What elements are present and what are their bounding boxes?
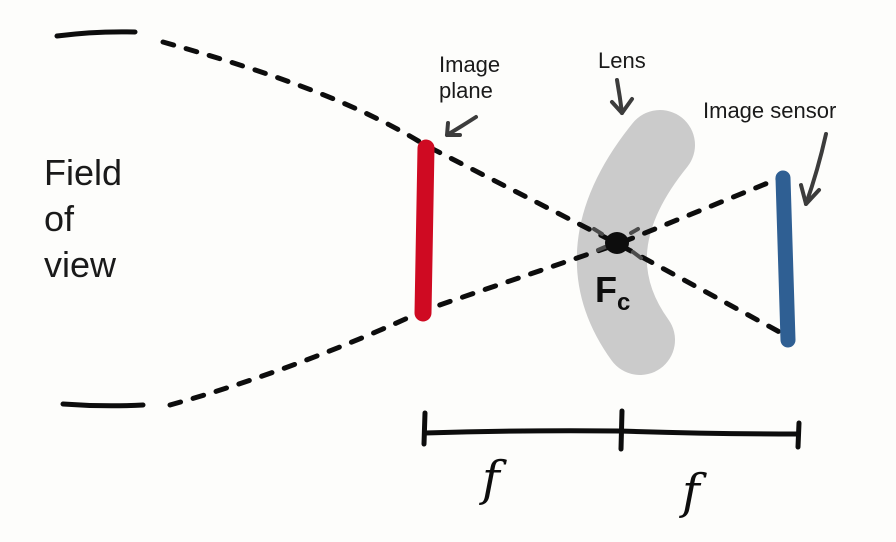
lower-ray <box>167 241 788 408</box>
image-sensor-arrow <box>799 132 828 206</box>
optical-center-ticks <box>592 227 643 260</box>
image-plane-arrow <box>445 115 478 137</box>
optical-center-label: Fc <box>595 269 630 316</box>
optical-center-letter: F <box>595 269 617 310</box>
scale-tick-right <box>795 420 802 450</box>
scale-tick-middle <box>618 408 625 452</box>
fov-bottom-edge <box>60 401 146 409</box>
image-plane-bar <box>414 139 435 322</box>
scale-tick-left <box>421 410 428 447</box>
image-plane-label: Image plane <box>439 52 500 104</box>
image-sensor-bar <box>775 170 796 348</box>
image-plane-label-line2: plane <box>439 78 493 103</box>
lens-arrow <box>610 78 634 115</box>
focal-length-label-1: f <box>479 451 507 507</box>
optical-center-subscript: c <box>617 289 630 316</box>
image-sensor-label: Image sensor <box>703 98 837 123</box>
optical-center-dot <box>605 232 629 254</box>
image-plane-label-line1: Image <box>439 52 501 77</box>
field-of-view-line3: view <box>44 244 117 285</box>
upper-ray <box>160 39 783 247</box>
focal-length-label-2: f <box>679 464 707 520</box>
field-of-view-line1: Field <box>44 152 123 193</box>
lens-label: Lens <box>598 48 646 73</box>
scale-baseline <box>422 428 801 437</box>
field-of-view-line2: of <box>44 198 75 239</box>
fov-top-edge <box>54 29 138 39</box>
focal-length-scale <box>421 408 802 452</box>
field-of-view-label: Field of view <box>44 150 122 288</box>
